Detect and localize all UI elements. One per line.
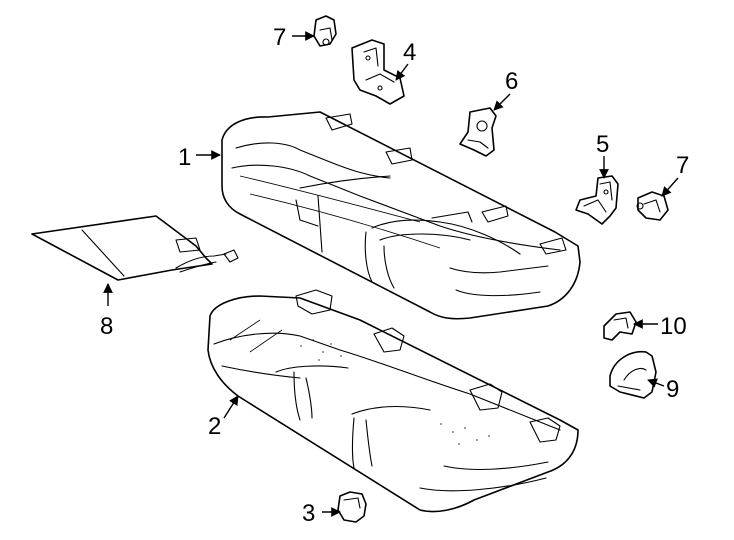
cover-clip [603,311,637,341]
callout-1: 1 [178,144,191,171]
seat-cushion [207,289,579,513]
bracket [351,39,405,105]
leader-lines [103,31,679,517]
callout-6: 6 [505,68,518,95]
callout-5: 5 [596,131,609,158]
heater-pad [31,215,239,281]
bracket [575,175,619,225]
leader-7-right [661,177,679,197]
callout-2: 2 [208,413,221,440]
callout-9: 9 [666,376,679,403]
callout-3: 3 [302,500,315,527]
clip [337,491,367,523]
callout-4: 4 [403,39,416,66]
leader-2 [223,395,239,419]
bracket [459,107,497,157]
callout-8: 8 [100,313,113,340]
callout-7-right: 7 [676,152,689,179]
seat-back-cushion [221,111,581,320]
fastener [313,15,337,47]
fastener [636,191,669,221]
callout-10: 10 [660,313,687,340]
callout-7-top: 7 [273,24,286,51]
leader-9 [647,378,665,388]
leader-4 [395,63,409,81]
callouts: 1 2 3 4 5 6 7 7 8 9 10 [100,24,689,527]
leader-6 [493,93,511,111]
trim-cover [609,351,657,399]
